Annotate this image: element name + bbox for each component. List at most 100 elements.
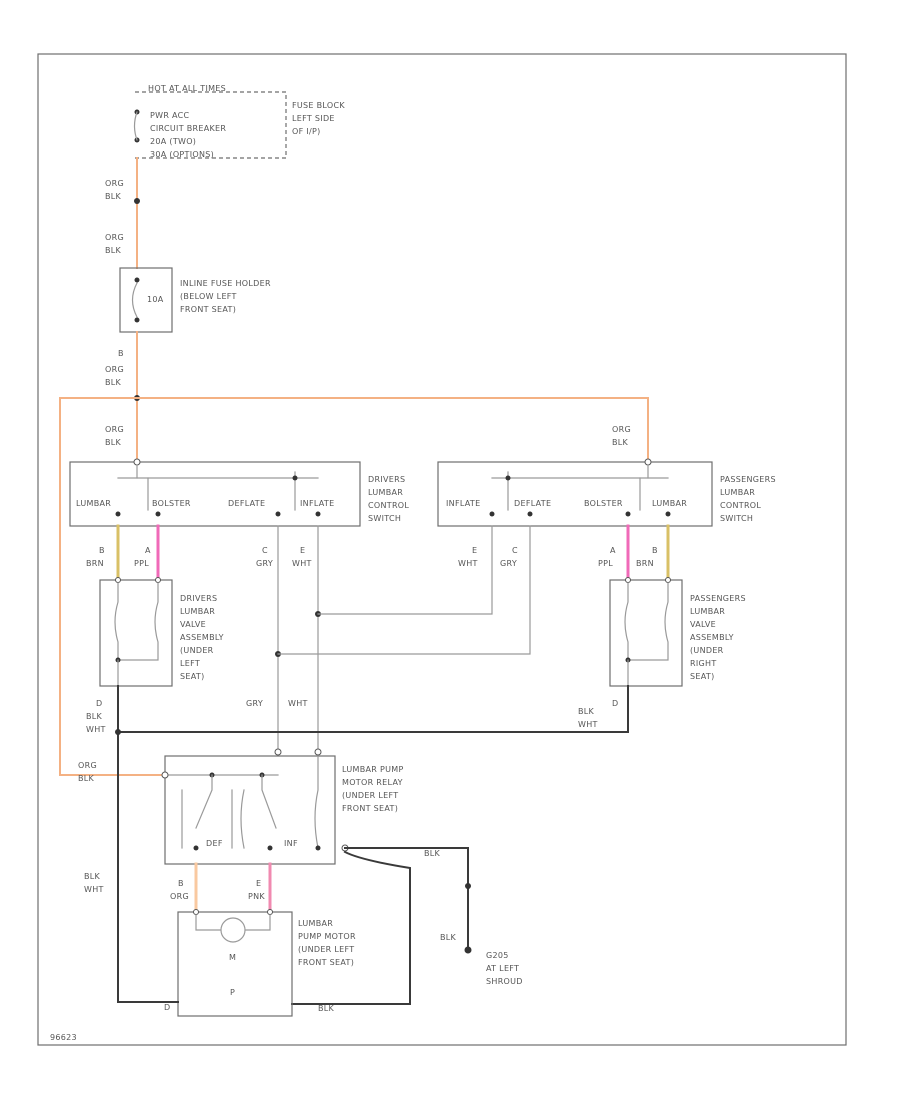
relay-inf-label: INF <box>284 839 298 848</box>
fuse-block-label: FUSE BLOCK <box>292 101 345 110</box>
pin-label: B <box>118 349 124 358</box>
relay-label: FRONT SEAT) <box>342 804 398 813</box>
wire-label: BLK <box>105 246 122 255</box>
switch-position-label: BOLSTER <box>584 499 623 508</box>
valve-coil <box>117 582 159 661</box>
fuse-label: PWR ACC <box>150 111 190 120</box>
ground-point <box>464 946 472 954</box>
passenger-valve-label: ASSEMBLY <box>690 633 734 642</box>
fuse-block-label: OF I/P) <box>292 127 321 136</box>
switch-position-label: DEFLATE <box>228 499 265 508</box>
inline-fuse-holder <box>119 267 173 333</box>
pin-label: B <box>178 879 184 888</box>
motor-label: (UNDER LEFT <box>298 945 354 954</box>
wire-label: ORG <box>105 425 124 434</box>
valve-terminal <box>115 577 121 583</box>
motor-label: LUMBAR <box>298 919 333 928</box>
relay-contact <box>267 845 273 851</box>
wire-label: ORG <box>170 892 189 901</box>
wire-label: WHT <box>458 559 478 568</box>
switch-contact <box>665 511 671 517</box>
wire-label: BLK <box>86 712 103 721</box>
switch-contact <box>292 475 298 481</box>
switch-terminal <box>644 458 652 466</box>
pin-label: B <box>99 546 105 555</box>
driver-valve-label: VALVE <box>180 620 206 629</box>
passenger-lumbar-valve <box>609 579 683 687</box>
wire-label: BLK <box>105 378 122 387</box>
wire-label: PPL <box>598 559 613 568</box>
feed-to-relay-wire <box>59 397 166 776</box>
valve-coil <box>114 582 119 661</box>
driver-valve-label: LEFT <box>180 659 200 668</box>
driver-switch-label: CONTROL <box>368 501 409 510</box>
pin-label: D <box>96 699 102 708</box>
passenger-switch-label: PASSENGERS <box>720 475 776 484</box>
fuse-label: CIRCUIT BREAKER <box>150 124 226 133</box>
inflate-cross-wire <box>317 525 493 615</box>
pin-label: C <box>262 546 268 555</box>
wire-label: BLK <box>105 192 122 201</box>
wire-label: WHT <box>84 885 104 894</box>
wire-label: BLK <box>440 933 457 942</box>
pin-label: E <box>472 546 477 555</box>
wire-label: BRN <box>86 559 104 568</box>
pin-label: A <box>610 546 616 555</box>
fuse-block-label: LEFT SIDE <box>292 114 335 123</box>
switch-contact <box>275 511 281 517</box>
relay-terminal <box>314 748 322 756</box>
switch-contact <box>505 475 511 481</box>
wire-label: ORG <box>105 179 124 188</box>
switch-terminal <box>133 458 141 466</box>
driver-valve-label: SEAT) <box>180 672 205 681</box>
switch-position-label: INFLATE <box>446 499 480 508</box>
passenger-valve-label: (UNDER <box>690 646 724 655</box>
driver-switch-label: SWITCH <box>368 514 401 523</box>
wire-label: BLK <box>84 872 101 881</box>
relay-coil <box>314 755 319 849</box>
inline-fuse-label: (BELOW LEFT <box>180 292 237 301</box>
passenger-valve-label: PASSENGERS <box>690 594 746 603</box>
ground-bus-wire <box>117 685 629 733</box>
switch-position-label: BOLSTER <box>152 499 191 508</box>
relay-coil <box>240 789 245 849</box>
fuse-label: 20A (TWO) <box>150 137 196 146</box>
ground-label: AT LEFT <box>486 964 519 973</box>
feed-to-passenger-wire <box>136 397 649 463</box>
pin-label: E <box>300 546 305 555</box>
wire-label: BLK <box>578 707 595 716</box>
splice-dot <box>134 198 140 204</box>
wire-label: GRY <box>246 699 263 708</box>
pin-label: A <box>145 546 151 555</box>
relay-switch <box>195 774 213 829</box>
passenger-valve-label: RIGHT <box>690 659 717 668</box>
breaker-symbol <box>133 111 138 141</box>
switch-position-label: INFLATE <box>300 499 334 508</box>
wire-label: ORG <box>105 233 124 242</box>
pin-label: D <box>164 1003 170 1012</box>
pin-label: E <box>256 879 261 888</box>
wire-label: PPL <box>134 559 149 568</box>
motor-p-label: P <box>230 988 235 997</box>
relay-label: (UNDER LEFT <box>342 791 398 800</box>
driver-lumbar-valve <box>99 579 173 687</box>
diagram-id: 96623 <box>50 1033 77 1042</box>
fuse-terminal <box>134 277 140 283</box>
fuse-label: 30A (OPTIONS) <box>150 150 214 159</box>
switch-contact <box>527 511 533 517</box>
relay-contact <box>315 845 321 851</box>
wire-label: GRY <box>500 559 517 568</box>
switch-position-label: LUMBAR <box>76 499 111 508</box>
wire-label: ORG <box>105 365 124 374</box>
wire-label: WHT <box>288 699 308 708</box>
relay-terminal <box>161 771 169 779</box>
motor-label: PUMP MOTOR <box>298 932 356 941</box>
valve-terminal <box>625 577 631 583</box>
switch-contact <box>625 511 631 517</box>
driver-valve-label: DRIVERS <box>180 594 217 603</box>
switch-position-label: LUMBAR <box>652 499 687 508</box>
motor-symbol <box>220 917 246 943</box>
motor-terminal <box>193 909 199 915</box>
wire-label: WHT <box>86 725 106 734</box>
inline-fuse-label: FRONT SEAT) <box>180 305 236 314</box>
